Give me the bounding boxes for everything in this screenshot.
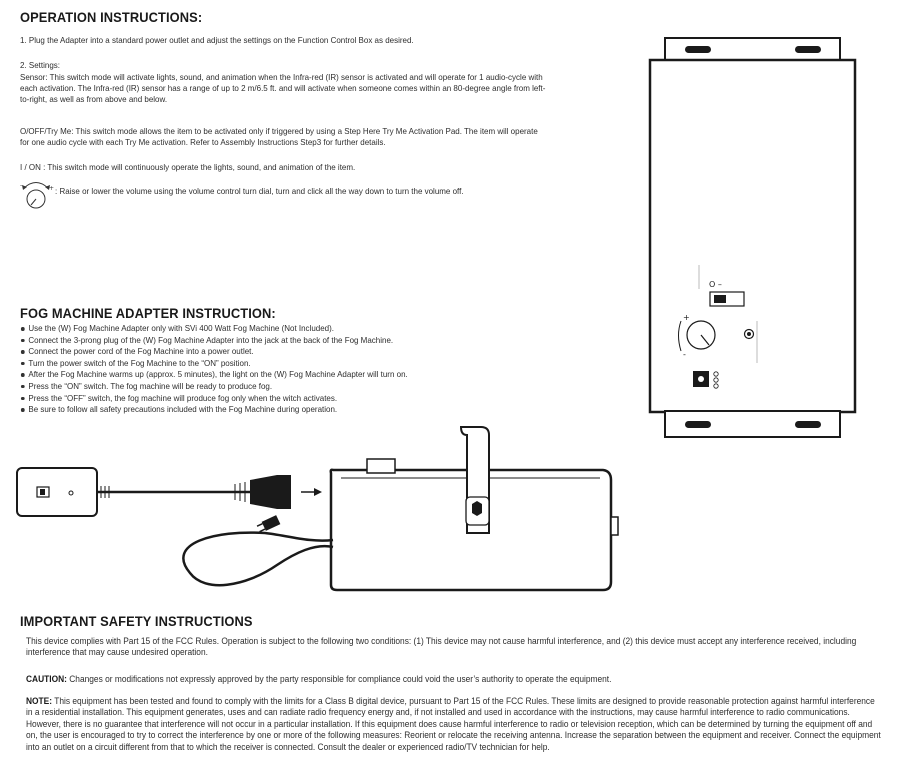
- caution-text: Changes or modifications not expressly a…: [66, 674, 612, 684]
- on-mode-text: I / ON : This switch mode will continuou…: [20, 162, 356, 172]
- fog-instruction-list: Use the (W) Fog Machine Adapter only wit…: [20, 323, 408, 416]
- fog-heading: FOG MACHINE ADAPTER INSTRUCTION:: [20, 305, 276, 321]
- svg-text:+: +: [683, 313, 690, 322]
- operation-step-1: 1. Plug the Adapter into a standard powe…: [20, 35, 414, 45]
- volume-text: : Raise or lower the volume using the vo…: [55, 186, 464, 196]
- fcc-compliance-text: This device complies with Part 15 of the…: [26, 636, 857, 658]
- svg-text:-: -: [20, 182, 22, 189]
- volume-dial-icon: - +: [20, 182, 54, 209]
- note-paragraph: NOTE: This equipment has been tested and…: [26, 696, 882, 753]
- sensor-mode-text: Sensor: This switch mode will activate l…: [20, 72, 546, 105]
- list-item: Use the (W) Fog Machine Adapter only wit…: [20, 323, 408, 335]
- list-item: Press the “OFF” switch, the fog machine …: [20, 393, 408, 405]
- list-item: Connect the 3-prong plug of the (W) Fog …: [20, 335, 408, 347]
- note-text: This equipment has been tested and found…: [26, 696, 881, 752]
- caution-paragraph: CAUTION: Changes or modifications not ex…: [26, 674, 882, 685]
- list-item: Be sure to follow all safety precautions…: [20, 404, 408, 416]
- svg-text:+: +: [49, 185, 54, 192]
- control-box-illustration: + -: [648, 37, 857, 438]
- fog-machine-illustration: [16, 426, 619, 592]
- list-item: After the Fog Machine warms up (approx. …: [20, 369, 408, 381]
- settings-title: 2. Settings:: [20, 60, 60, 70]
- svg-text:-: -: [683, 350, 686, 359]
- safety-heading: IMPORTANT SAFETY INSTRUCTIONS: [20, 613, 253, 629]
- try-me-mode-text: O/OFF/Try Me: This switch mode allows th…: [20, 126, 538, 148]
- operation-heading: OPERATION INSTRUCTIONS:: [20, 9, 203, 25]
- list-item: Press the “ON” switch. The fog machine w…: [20, 381, 408, 393]
- list-item: Connect the power cord of the Fog Machin…: [20, 346, 408, 358]
- caution-label: CAUTION:: [26, 674, 67, 684]
- note-label: NOTE:: [26, 696, 53, 706]
- switch-mode-label: O –: [709, 280, 722, 289]
- list-item: Turn the power switch of the Fog Machine…: [20, 358, 408, 370]
